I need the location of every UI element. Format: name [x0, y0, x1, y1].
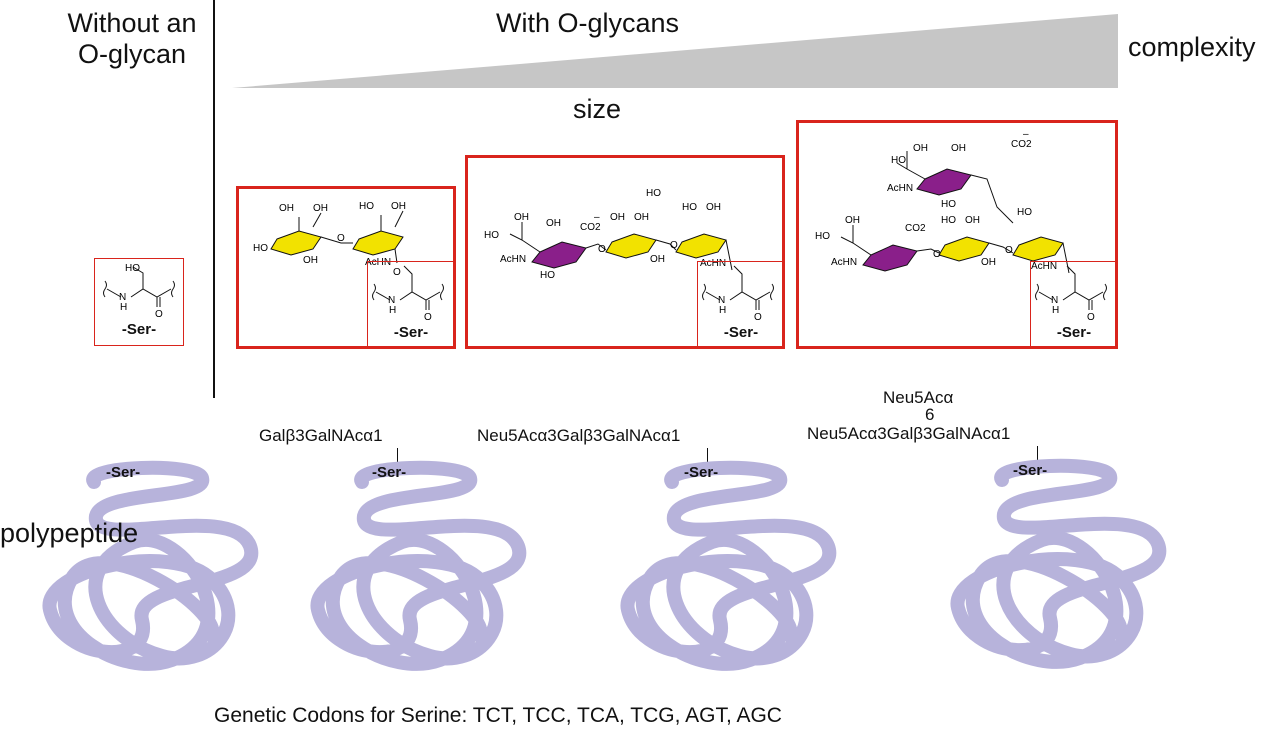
- svg-text:O: O: [393, 267, 401, 277]
- complexity-label: complexity: [1128, 32, 1256, 62]
- coil-serine-label-2: -Ser-: [372, 464, 407, 481]
- svg-text:AcHN: AcHN: [887, 183, 913, 194]
- svg-text:H: H: [719, 305, 726, 316]
- svg-text:OH: OH: [313, 203, 328, 214]
- protein-coil-3: [620, 460, 837, 671]
- svg-text:HO: HO: [941, 215, 956, 226]
- glycan-branch-3: Neu5Acα: [883, 388, 954, 407]
- svg-text:HO: HO: [359, 201, 374, 212]
- header-with-o-glycans: With O-glycans: [496, 8, 680, 38]
- serine-label: -Ser-: [393, 324, 429, 341]
- serine-label: -Ser-: [723, 324, 759, 341]
- glycan-structure-2: HO OH OH AcHN HO CO2 – O HO OH OH OH O HO OH Ac…: [484, 188, 733, 281]
- svg-text:OH: OH: [650, 254, 665, 265]
- svg-text:HO: HO: [540, 270, 555, 281]
- serine-structure: NH O: [1035, 265, 1107, 322]
- glycan-linkage-3: 6: [925, 405, 935, 424]
- svg-text:OH: OH: [965, 215, 980, 226]
- serine-structure: NH O: [702, 265, 774, 322]
- svg-text:AcHN: AcHN: [831, 257, 857, 268]
- protein-coil-1: [42, 460, 259, 671]
- polypeptide-label: polypeptide: [0, 518, 139, 548]
- svg-text:N: N: [119, 292, 126, 303]
- svg-text:OH: OH: [279, 203, 294, 214]
- svg-text:HO: HO: [891, 155, 906, 166]
- svg-text:OH: OH: [546, 218, 561, 229]
- svg-text:OH: OH: [303, 255, 318, 266]
- svg-text:HO: HO: [125, 263, 140, 274]
- serine-structure: HO N H O: [103, 263, 175, 319]
- svg-text:OH: OH: [634, 212, 649, 223]
- svg-text:CO2: CO2: [1011, 139, 1032, 150]
- svg-text:H: H: [1052, 305, 1059, 316]
- attachment-line-1: [397, 448, 398, 466]
- coil-serine-label-3: -Ser-: [684, 464, 719, 481]
- header-without-o-glycan: Without an O-glycan: [67, 8, 197, 69]
- svg-text:OH: OH: [845, 215, 860, 226]
- glycan-name-1: Galβ3GalNAcα1: [259, 426, 383, 445]
- svg-text:HO: HO: [253, 243, 268, 254]
- svg-text:OH: OH: [391, 201, 406, 212]
- svg-text:O: O: [754, 312, 762, 322]
- glycan-name-3: Neu5Acα3Galβ3GalNAcα1: [807, 424, 1011, 443]
- protein-coil-2: [310, 460, 527, 671]
- svg-text:O: O: [155, 309, 163, 319]
- svg-text:O: O: [1087, 312, 1095, 322]
- svg-text:HO: HO: [941, 199, 956, 210]
- svg-text:OH: OH: [514, 212, 529, 223]
- size-label: size: [573, 94, 622, 124]
- svg-text:O: O: [933, 249, 941, 260]
- serine-label: -Ser-: [1056, 324, 1092, 341]
- svg-text:H: H: [120, 302, 127, 313]
- protein-coil-4: [950, 458, 1167, 669]
- svg-text:OH: OH: [951, 143, 966, 154]
- svg-text:–: –: [1023, 133, 1029, 140]
- svg-text:O: O: [670, 240, 678, 251]
- svg-text:–: –: [594, 212, 600, 223]
- svg-text:HO: HO: [815, 231, 830, 242]
- coil-serine-label-1: -Ser-: [106, 464, 141, 481]
- svg-text:O: O: [337, 233, 345, 244]
- svg-text:OH: OH: [706, 202, 721, 213]
- svg-text:HO: HO: [646, 188, 661, 199]
- svg-text:N: N: [388, 295, 395, 306]
- complexity-wedge: [232, 14, 1118, 88]
- svg-text:H: H: [389, 305, 396, 316]
- svg-text:AcHN: AcHN: [365, 257, 391, 268]
- svg-text:HO: HO: [484, 230, 499, 241]
- svg-text:O: O: [424, 312, 432, 322]
- serine-box-no-glycan: HO N H O -Ser-: [94, 258, 184, 346]
- svg-text:N: N: [718, 295, 725, 306]
- svg-text:CO2: CO2: [580, 222, 601, 233]
- codons-caption: Genetic Codons for Serine: TCT, TCC, TCA…: [214, 704, 782, 727]
- svg-text:O: O: [1005, 245, 1013, 256]
- svg-text:OH: OH: [981, 257, 996, 268]
- svg-text:HO: HO: [682, 202, 697, 213]
- attachment-line-2: [707, 448, 708, 466]
- svg-text:N: N: [1051, 295, 1058, 306]
- serine-label: -Ser-: [121, 321, 157, 338]
- svg-text:AcHN: AcHN: [700, 258, 726, 269]
- glycan-name-2: Neu5Acα3Galβ3GalNAcα1: [477, 426, 681, 445]
- coil-serine-label-4: -Ser-: [1013, 462, 1048, 479]
- svg-text:OH: OH: [913, 143, 928, 154]
- svg-text:HO: HO: [1017, 207, 1032, 218]
- serine-structure: NH O: [372, 265, 444, 322]
- divider-line: [213, 0, 215, 398]
- svg-text:OH: OH: [610, 212, 625, 223]
- svg-text:O: O: [598, 244, 606, 255]
- svg-text:AcHN: AcHN: [500, 254, 526, 265]
- svg-text:AcHN: AcHN: [1031, 261, 1057, 272]
- attachment-line-3: [1037, 446, 1038, 464]
- svg-text:CO2: CO2: [905, 223, 926, 234]
